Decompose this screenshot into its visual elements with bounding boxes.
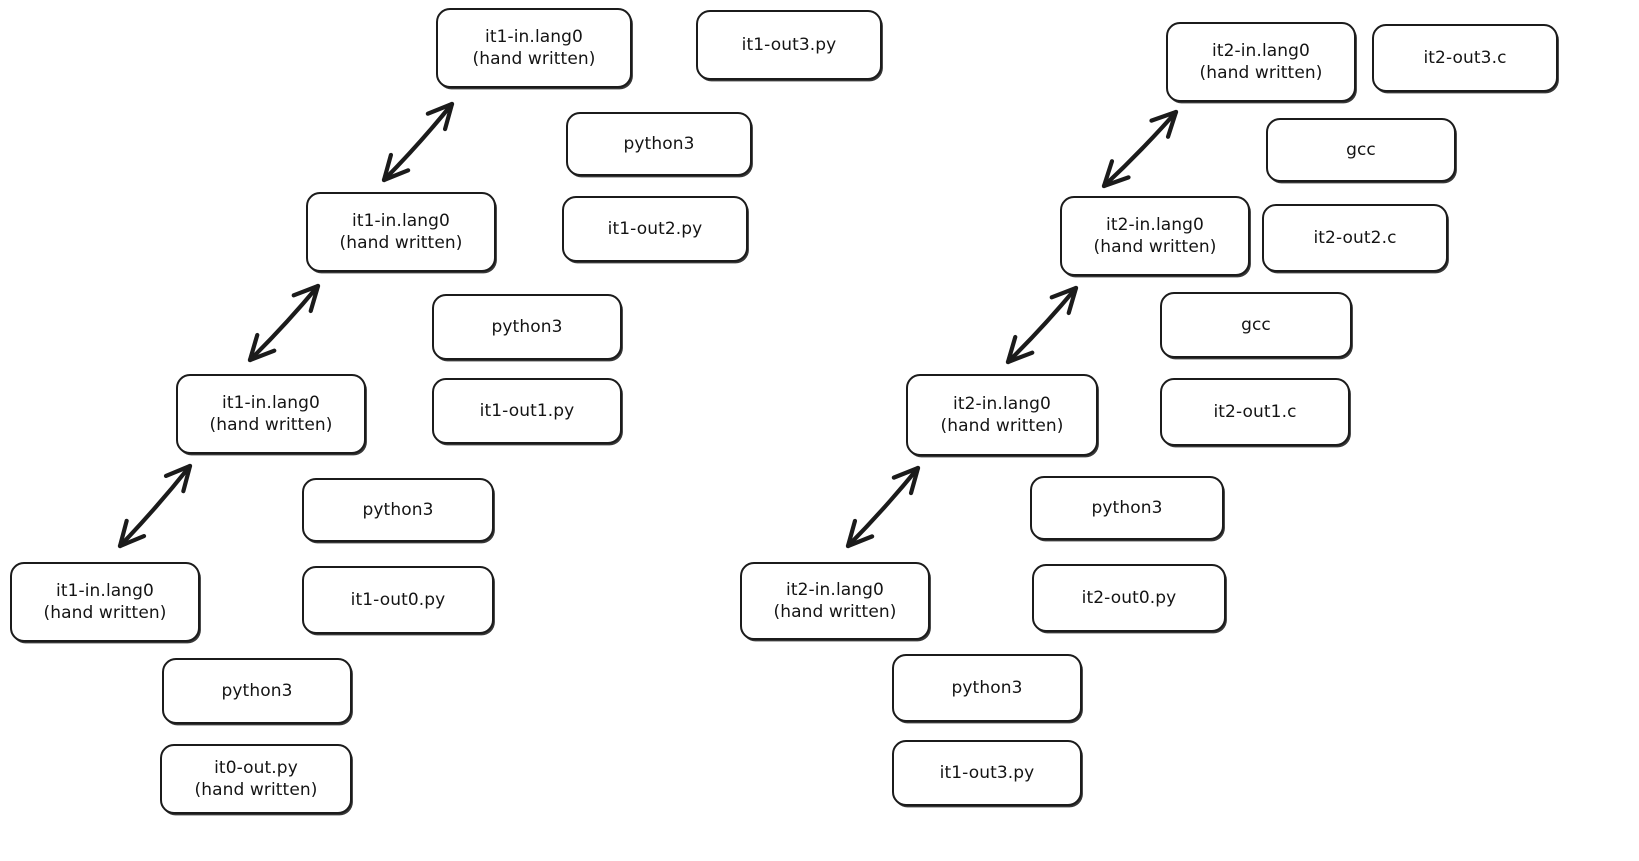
arrow-head-barb [117,533,147,549]
node-r-out3[interactable]: it2-out3.c [1372,24,1558,92]
node-l-in3[interactable]: it1-in.lang0 (hand written) [436,8,632,88]
node-label: it2-in.lang0 (hand written) [940,393,1064,436]
node-label: it1-out2.py [607,218,703,239]
node-r-gcc2[interactable]: gcc [1160,292,1352,358]
arrow-head-barb [908,465,921,496]
arrow-head-barb [845,534,875,549]
node-r-gcc3[interactable]: gcc [1266,118,1456,182]
node-label: gcc [1346,139,1376,160]
node-label: python3 [362,499,434,520]
arrow-shaft [247,283,321,363]
node-label: it2-in.lang0 (hand written) [773,579,897,622]
arrow-head-barb [1066,285,1079,316]
double-arrow-arrow-r3 [1101,109,1179,189]
node-label: python3 [623,133,695,154]
double-arrow-arrow-r2 [1005,285,1079,365]
double-arrow-arrow-l2 [247,283,321,363]
node-label: python3 [1091,497,1163,518]
arrow-head-barb [1005,334,1018,365]
arrow-head-barb [442,101,455,132]
node-l-out3[interactable]: it1-out3.py [696,10,882,80]
double-arrow-arrow-l1 [117,463,193,549]
arrow-head-barb [891,465,921,480]
double-arrow-arrow-l3 [381,101,455,183]
node-l-out0[interactable]: it1-out0.py [302,566,494,634]
node-label: it2-out0.py [1081,587,1177,608]
node-r-py1[interactable]: python3 [1030,476,1224,540]
node-label: it2-out2.c [1313,227,1397,248]
arrow-head-barb [163,463,193,479]
arrow-shaft [381,101,455,183]
node-l-py2[interactable]: python3 [432,294,622,360]
arrow-head-barb [308,283,321,314]
arrow-head-barb [1165,109,1179,139]
node-r-in3[interactable]: it2-in.lang0 (hand written) [1166,22,1356,102]
arrow-head-barb [247,348,277,363]
node-l-py1[interactable]: python3 [302,478,494,542]
node-label: it1-out1.py [479,400,575,421]
arrow-head-barb [1005,350,1035,365]
node-r-in1[interactable]: it2-in.lang0 (hand written) [906,374,1098,456]
double-arrow-arrow-r1 [845,465,921,549]
node-label: python3 [221,680,293,701]
node-l-out1[interactable]: it1-out1.py [432,378,622,444]
arrow-head-barb [291,283,321,298]
arrow-head-barb [425,101,455,116]
arrow-shaft [1005,285,1079,365]
node-label: gcc [1241,314,1271,335]
node-l-it0out[interactable]: it0-out.py (hand written) [160,744,352,814]
node-r-out0[interactable]: it2-out0.py [1032,564,1226,632]
node-l-in0[interactable]: it1-in.lang0 (hand written) [10,562,200,642]
node-label: it2-out3.c [1423,47,1507,68]
arrow-head-barb [247,332,260,363]
node-label: it1-in.lang0 (hand written) [472,26,596,69]
node-l-in1[interactable]: it1-in.lang0 (hand written) [176,374,366,454]
arrow-shaft [1101,109,1179,189]
arrow-head-barb [1101,159,1115,189]
node-label: it2-in.lang0 (hand written) [1093,214,1217,257]
node-label: it2-out1.c [1213,401,1297,422]
node-l-py3[interactable]: python3 [566,112,752,176]
node-r-in0[interactable]: it2-in.lang0 (hand written) [740,562,930,640]
node-label: it2-in.lang0 (hand written) [1199,40,1323,83]
node-label: it1-out3.py [939,762,1035,783]
node-l-py0[interactable]: python3 [162,658,352,724]
arrow-head-barb [1049,285,1079,300]
arrow-head-barb [381,168,411,183]
node-l-out2[interactable]: it1-out2.py [562,196,748,262]
node-label: it1-in.lang0 (hand written) [339,210,463,253]
node-label: it1-out0.py [350,589,446,610]
node-r-py0[interactable]: python3 [892,654,1082,722]
node-r-it1out3[interactable]: it1-out3.py [892,740,1082,806]
node-label: python3 [951,677,1023,698]
arrow-head-barb [1149,109,1179,123]
arrow-head-barb [845,518,858,549]
arrow-head-barb [381,152,394,183]
arrow-shaft [845,465,921,549]
node-label: python3 [491,316,563,337]
node-r-in2[interactable]: it2-in.lang0 (hand written) [1060,196,1250,276]
arrow-head-barb [1101,175,1131,189]
node-r-out2[interactable]: it2-out2.c [1262,204,1448,272]
arrow-head-barb [117,518,129,549]
node-label: it1-in.lang0 (hand written) [43,580,167,623]
arrow-shaft [117,463,193,549]
node-l-in2[interactable]: it1-in.lang0 (hand written) [306,192,496,272]
node-r-out1[interactable]: it2-out1.c [1160,378,1350,446]
node-label: it0-out.py (hand written) [194,757,318,800]
arrow-head-barb [181,463,193,494]
node-label: it1-out3.py [741,34,837,55]
node-label: it1-in.lang0 (hand written) [209,392,333,435]
